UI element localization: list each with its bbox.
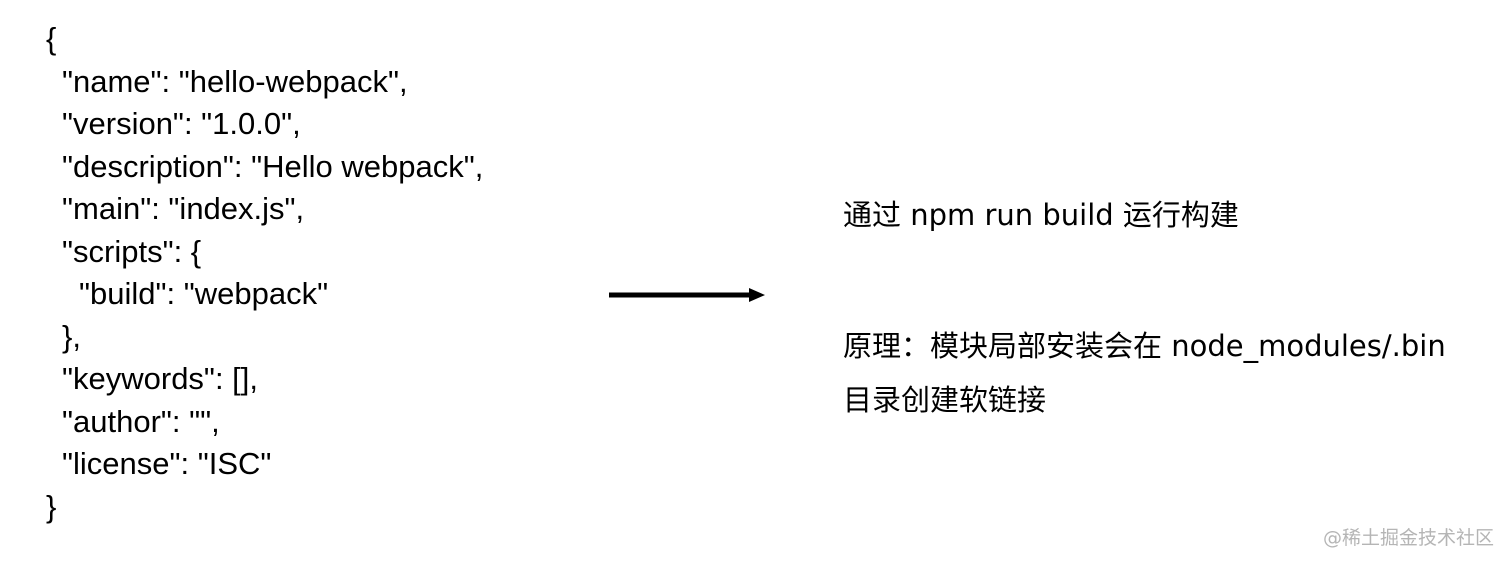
watermark-text: @稀土掘金技术社区 bbox=[1322, 527, 1494, 549]
code-line-close-brace: } bbox=[46, 488, 57, 524]
principle-note-line-2: 目录创建软链接 bbox=[843, 383, 1047, 417]
code-line-build: "build": "webpack" bbox=[79, 276, 329, 311]
code-line-description: "description": "Hello webpack", bbox=[62, 148, 484, 184]
principle-note-line-1: 原理：模块局部安装会在 node_modules/.bin bbox=[843, 329, 1446, 363]
code-line-scripts-close: }, bbox=[62, 318, 81, 354]
code-line-author: "author": "", bbox=[62, 403, 220, 439]
code-line-scripts: "scripts": { bbox=[62, 233, 202, 269]
run-build-note: 通过 npm run build 运行构建 bbox=[843, 198, 1239, 232]
code-line-main: "main": "index.js", bbox=[62, 191, 305, 226]
code-line-open-brace: { bbox=[46, 21, 57, 56]
right-arrow-icon bbox=[609, 288, 765, 302]
code-line-version: "version": "1.0.0", bbox=[62, 106, 301, 141]
package-json-code: { "name": "hello-webpack", "version": "1… bbox=[46, 18, 606, 528]
code-line-keywords: "keywords": [], bbox=[62, 361, 259, 396]
code-line-license: "license": "ISC" bbox=[62, 446, 272, 481]
code-line-name: "name": "hello-webpack", bbox=[62, 63, 408, 99]
